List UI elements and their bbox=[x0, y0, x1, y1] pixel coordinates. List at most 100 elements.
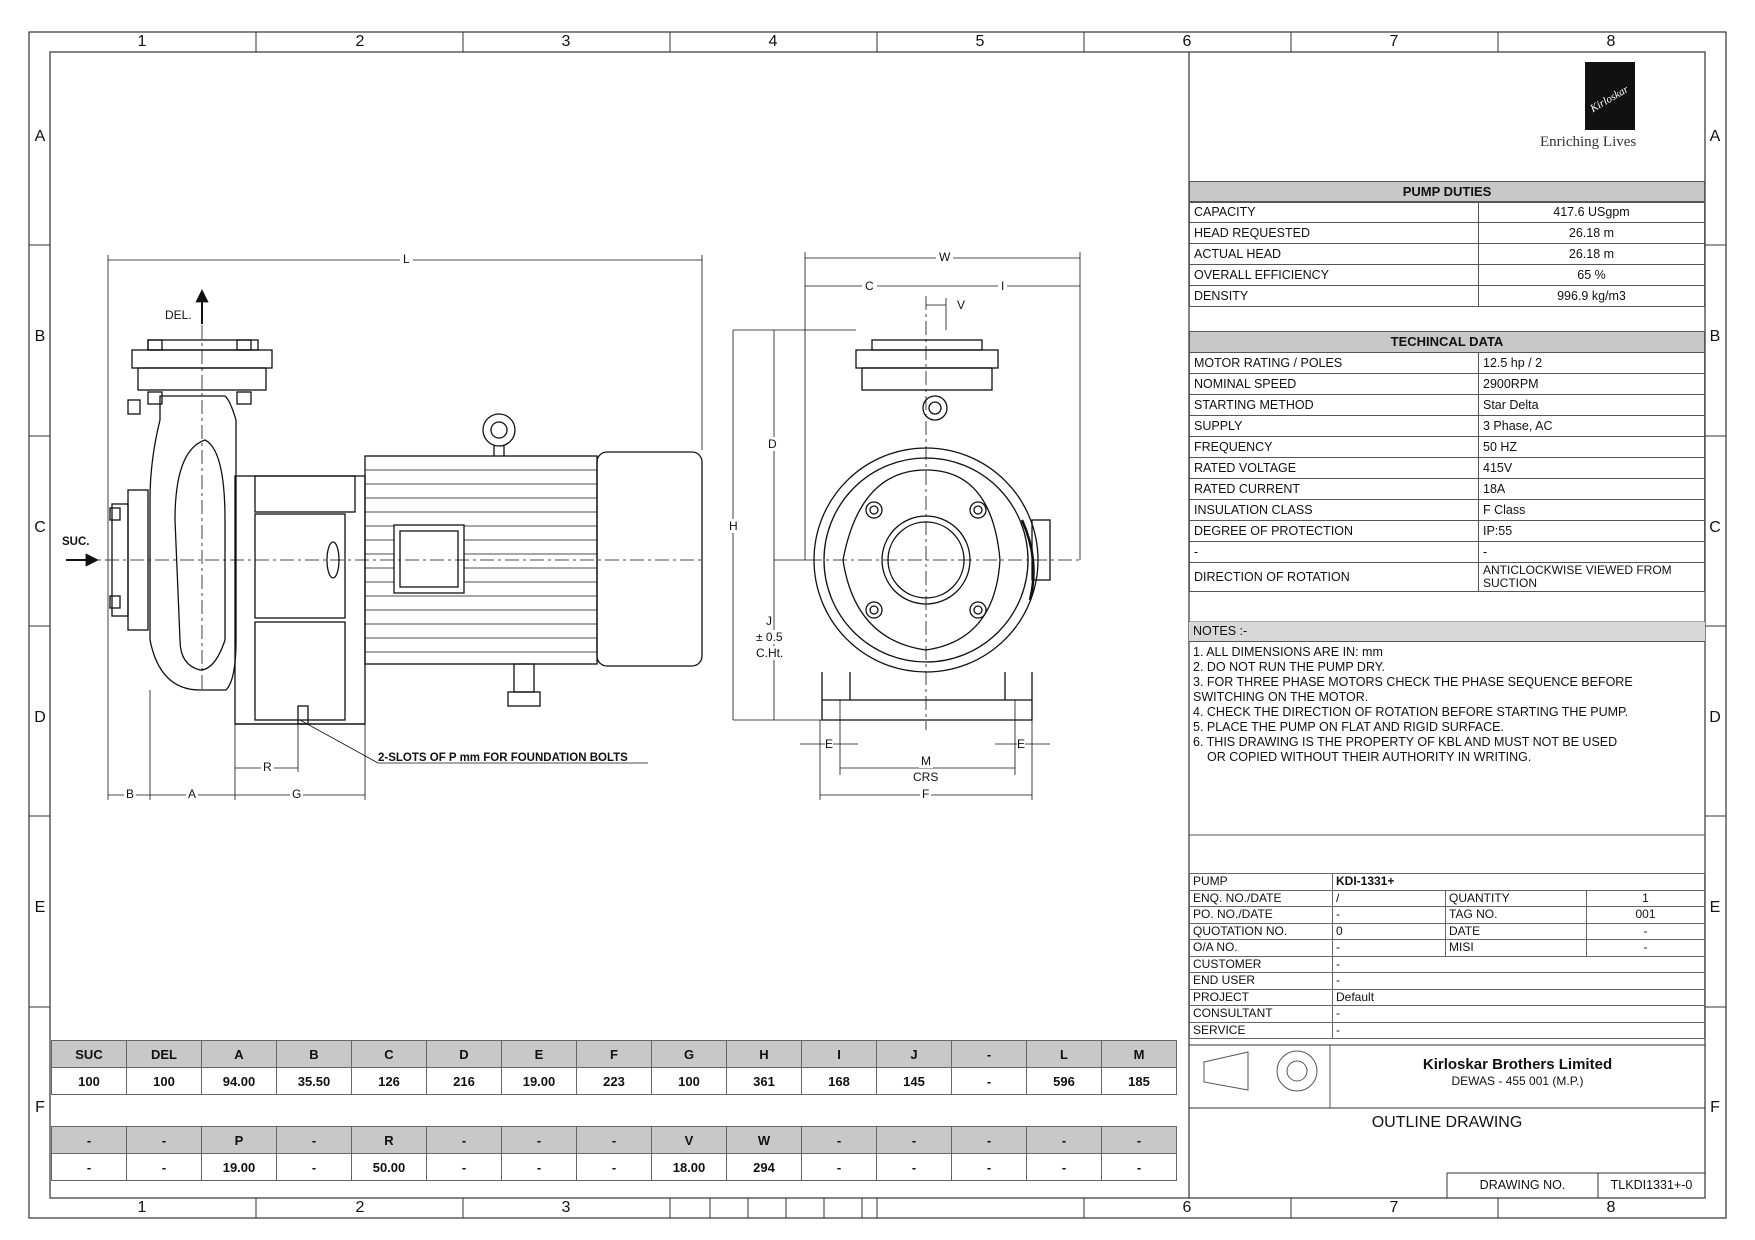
drawing-number-label: DRAWING NO. bbox=[1479, 1178, 1566, 1192]
dim-value-cell: - bbox=[801, 1153, 877, 1181]
dim-value-cell: - bbox=[426, 1153, 502, 1181]
dim-crs-label: CRS bbox=[911, 770, 941, 784]
notes-title: NOTES :- bbox=[1189, 622, 1705, 642]
grid-col-label: 2 bbox=[355, 33, 365, 50]
dim-value-cell: 216 bbox=[426, 1067, 502, 1095]
dim-header-cell: P bbox=[201, 1126, 277, 1154]
grid-col-label: 6 bbox=[1182, 33, 1192, 50]
dim-header-cell: W bbox=[726, 1126, 802, 1154]
notes-list: 1. ALL DIMENSIONS ARE IN: mm 2. DO NOT R… bbox=[1193, 645, 1633, 765]
del-label: DEL. bbox=[165, 308, 192, 322]
dim-E-label-left: E bbox=[825, 737, 834, 751]
drawing-number: TLKDI1331+-0 bbox=[1610, 1178, 1693, 1192]
grid-col-label: 2 bbox=[355, 1199, 365, 1216]
grid-row-label: D bbox=[34, 709, 46, 726]
dim-header-cell: F bbox=[576, 1040, 652, 1068]
duty-value: 26.18 m bbox=[1478, 222, 1705, 244]
dim-E-label-right: E bbox=[1017, 737, 1026, 751]
table-row: SERVICE- bbox=[1189, 1021, 1705, 1039]
duty-label: DENSITY bbox=[1189, 285, 1479, 307]
dim-header-cell: - bbox=[426, 1126, 502, 1154]
dim-header-cell: SUC bbox=[51, 1040, 127, 1068]
dim-header-cell: G bbox=[651, 1040, 727, 1068]
dim-I-label: I bbox=[998, 279, 1008, 293]
duty-label: HEAD REQUESTED bbox=[1189, 222, 1479, 244]
table-row: END USER- bbox=[1189, 972, 1705, 990]
brand-tagline: Enriching Lives bbox=[1540, 134, 1637, 150]
list-item: 2. DO NOT RUN THE PUMP DRY. bbox=[1193, 660, 1385, 674]
dim-value-cell: 126 bbox=[351, 1067, 427, 1095]
dim-header-cell: B bbox=[276, 1040, 352, 1068]
dim-value-cell: 35.50 bbox=[276, 1067, 352, 1095]
grid-row-label: C bbox=[1709, 519, 1721, 536]
duty-label: OVERALL EFFICIENCY bbox=[1189, 264, 1479, 286]
grid-col-label: 7 bbox=[1389, 1199, 1399, 1216]
dim-value-cell: 145 bbox=[876, 1067, 952, 1095]
dim-header-cell: - bbox=[576, 1126, 652, 1154]
dim-M-label: M bbox=[919, 754, 933, 768]
dim-header-cell: R bbox=[351, 1126, 427, 1154]
dim-value-cell: - bbox=[501, 1153, 577, 1181]
kirloskar-logo bbox=[1585, 62, 1635, 130]
dim-R-label: R bbox=[261, 760, 274, 774]
grid-row-label: E bbox=[34, 899, 46, 916]
dim-header-cell: D bbox=[426, 1040, 502, 1068]
dim-value-cell: 19.00 bbox=[501, 1067, 577, 1095]
grid-col-label: 3 bbox=[561, 1199, 571, 1216]
list-item: 5. PLACE THE PUMP ON FLAT AND RIGID SURF… bbox=[1193, 720, 1504, 734]
dim-value-cell: 596 bbox=[1026, 1067, 1102, 1095]
dim-value-cell: 223 bbox=[576, 1067, 652, 1095]
table-row: CUSTOMER- bbox=[1189, 955, 1705, 973]
dim-F-label: F bbox=[920, 787, 932, 801]
dim-value-cell: 19.00 bbox=[201, 1153, 277, 1181]
grid-row-label: E bbox=[1709, 899, 1721, 916]
dim-value-cell: 185 bbox=[1101, 1067, 1177, 1095]
dim-header-cell: - bbox=[876, 1126, 952, 1154]
dim-value-cell: 100 bbox=[126, 1067, 202, 1095]
grid-col-label: 3 bbox=[561, 33, 571, 50]
company-name: Kirloskar Brothers Limited bbox=[1422, 1056, 1613, 1073]
dim-value-cell: 18.00 bbox=[651, 1153, 727, 1181]
dim-value-cell: 361 bbox=[726, 1067, 802, 1095]
dim-header-cell: H bbox=[726, 1040, 802, 1068]
dim-header-cell: E bbox=[501, 1040, 577, 1068]
dim-header-cell: - bbox=[1026, 1126, 1102, 1154]
duty-label: CAPACITY bbox=[1189, 201, 1479, 223]
dim-J-tolerance: ± 0.5 bbox=[756, 630, 783, 644]
duty-label: ACTUAL HEAD bbox=[1189, 243, 1479, 265]
dim-J-center-height: C.Ht. bbox=[756, 646, 784, 660]
suc-label: SUC. bbox=[62, 536, 90, 548]
grid-col-label: 7 bbox=[1389, 33, 1399, 50]
dim-header-cell: - bbox=[501, 1126, 577, 1154]
dim-header-cell: - bbox=[1101, 1126, 1177, 1154]
dim-header-cell: - bbox=[801, 1126, 877, 1154]
dim-header-cell: J bbox=[876, 1040, 952, 1068]
dim-value-cell: 168 bbox=[801, 1067, 877, 1095]
table-row: -- bbox=[1189, 541, 1705, 563]
dim-header-cell: C bbox=[351, 1040, 427, 1068]
dim-value-cell: - bbox=[951, 1153, 1027, 1181]
grid-col-label: 8 bbox=[1606, 1199, 1616, 1216]
dim-value-cell: - bbox=[126, 1153, 202, 1181]
table-row: O/A NO.-MISI- bbox=[1189, 939, 1705, 957]
grid-col-label: 1 bbox=[137, 33, 147, 50]
pump-front-view bbox=[813, 339, 1051, 721]
